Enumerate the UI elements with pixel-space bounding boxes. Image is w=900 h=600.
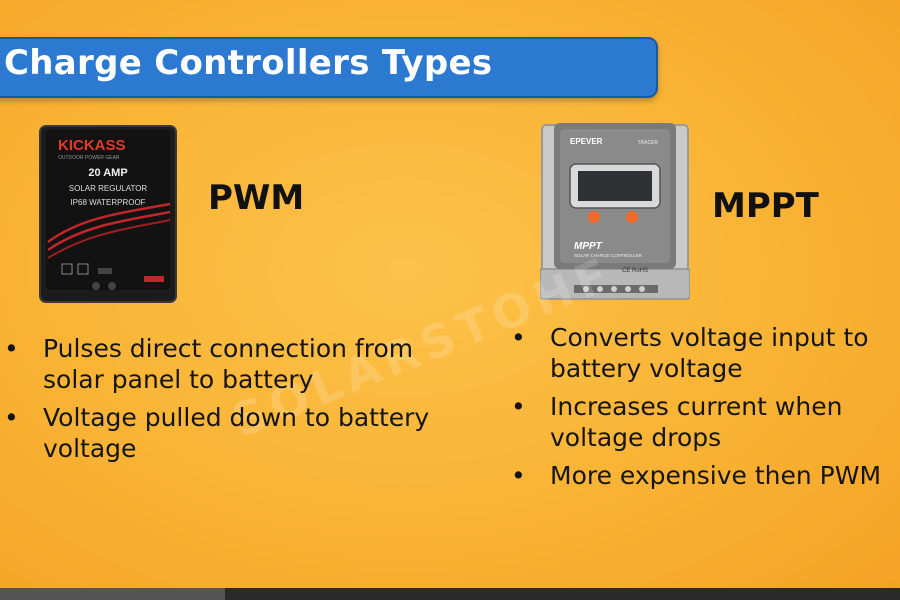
- mppt-cert-text: CE RoHS: [622, 268, 648, 274]
- mppt-panel-sub-text: SOLAR CHARGE CONTROLLER: [574, 253, 643, 258]
- pwm-brand-sub-text: OUTDOOR POWER GEAR: [58, 155, 120, 161]
- slide-title-bar: Charge Controllers Types: [0, 37, 658, 98]
- pwm-bullet-list: • Pulses direct connection from solar pan…: [4, 333, 434, 471]
- pwm-brand-text: KICKASS: [58, 137, 126, 154]
- pwm-line2-text: IP68 WATERPROOF: [70, 198, 145, 207]
- bullet-icon: •: [4, 334, 19, 363]
- mppt-bullet-list: • Converts voltage input to battery volta…: [511, 322, 900, 498]
- pwm-bullet-item: • Pulses direct connection from solar pan…: [4, 333, 434, 395]
- bottom-progress-fill: [0, 588, 225, 600]
- pwm-bullet-item: • Voltage pulled down to battery voltage: [4, 402, 434, 464]
- mppt-bullet-text: Converts voltage input to battery voltag…: [550, 323, 869, 383]
- mppt-panel-text: MPPT: [574, 241, 603, 252]
- mppt-label: MPPT: [712, 186, 819, 226]
- mppt-bullet-text: Increases current when voltage drops: [550, 392, 843, 452]
- bullet-icon: •: [511, 323, 526, 352]
- bullet-icon: •: [4, 403, 19, 432]
- mppt-controller-image: EPEVER TRACER MPPT SOLAR CHARGE CONTROLL…: [540, 123, 690, 300]
- pwm-label: PWM: [208, 178, 305, 218]
- pwm-bullet-text: Voltage pulled down to battery voltage: [43, 403, 430, 463]
- bullet-icon: •: [511, 392, 526, 421]
- mppt-bullet-text: More expensive then PWM: [550, 461, 882, 490]
- bottom-progress-bar: [0, 588, 900, 600]
- bullet-icon: •: [511, 461, 526, 490]
- mppt-model-text: TRACER: [637, 140, 658, 146]
- slide-title: Charge Controllers Types: [4, 43, 493, 83]
- mppt-bullet-item: • Converts voltage input to battery volta…: [511, 322, 900, 384]
- pwm-bullet-text: Pulses direct connection from solar pane…: [43, 334, 414, 394]
- pwm-rating-text: 20 AMP: [88, 167, 127, 179]
- pwm-line1-text: SOLAR REGULATOR: [69, 184, 148, 193]
- pwm-controller-image: KICKASS OUTDOOR POWER GEAR 20 AMP SOLAR …: [39, 125, 177, 303]
- mppt-bullet-item: • More expensive then PWM: [511, 460, 900, 491]
- mppt-brand-text: EPEVER: [570, 137, 603, 146]
- mppt-bullet-item: • Increases current when voltage drops: [511, 391, 900, 453]
